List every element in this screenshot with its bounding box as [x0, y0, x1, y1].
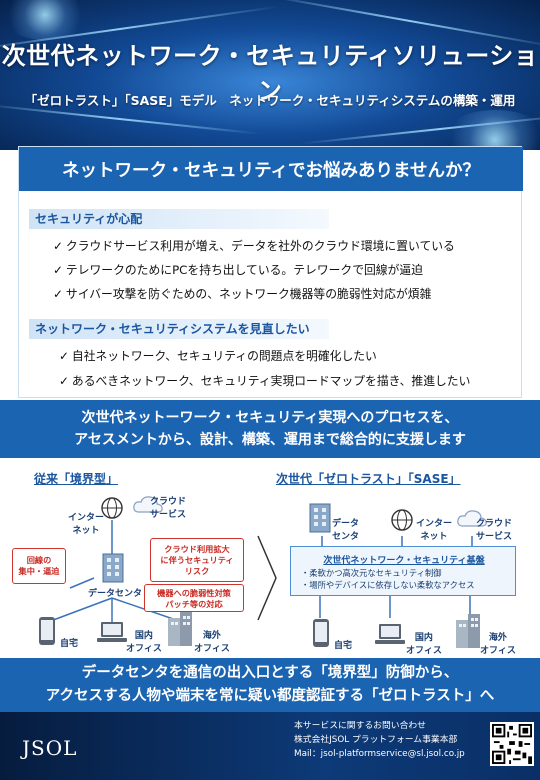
contact-email[interactable]: Mail：jsol-platformservice@sl.jsol.co.jp — [294, 749, 465, 759]
list-item: ✓サイバー攻撃を防ぐための、ネットワーク機器等の脆弱性対応が煩雑 — [53, 287, 432, 301]
list-item: ✓テレワークのためにPCを持ち出している。テレワークで回線が逼迫 — [53, 263, 423, 277]
architecture-diagram: 従来「境界型」 次世代「ゼロトラスト」「SASE」 インター ネット クラウド … — [0, 458, 540, 658]
concerns-panel: ネットワーク・セキュリティでお悩みありませんか？ セキュリティが心配 ✓クラウド… — [18, 146, 523, 398]
cloud-service-label-new: クラウド サービス — [476, 519, 513, 542]
support-banner: 次世代ネットーワーク・セキュリティ実現へのプロセスを、 アセスメントから、設計、… — [0, 400, 540, 458]
cloud-icon — [457, 510, 487, 527]
footer: JSOL 本サービスに関するお問い合わせ 株式会社JSOL プラットフォーム事業… — [0, 712, 540, 780]
platform-title: 次世代ネットワーク・セキュリティ基盤 — [323, 556, 485, 566]
diagram-lines — [47, 520, 473, 623]
list-item: ✓自社ネットワーク、セキュリティの問題点を明確化したい — [59, 349, 377, 363]
domestic-office-label: 国内 オフィス — [126, 631, 162, 654]
check-icon: ✓ — [53, 263, 63, 277]
section-heading-security: セキュリティが心配 — [29, 209, 329, 229]
cloud-service-label: クラウド サービス — [150, 497, 187, 520]
building-icon — [102, 553, 124, 583]
light-flare — [0, 0, 90, 40]
check-icon: ✓ — [53, 239, 63, 253]
globe-icon — [101, 497, 123, 519]
internet-label-new: インター ネット — [416, 519, 453, 542]
office-building-icon — [168, 612, 192, 646]
smartphone-icon — [313, 619, 329, 647]
building-icon — [309, 503, 331, 533]
overseas-office-label: 海外 オフィス — [194, 631, 230, 654]
domestic-office-label-new: 国内 オフィス — [406, 633, 442, 656]
light-flare — [440, 110, 540, 150]
internet-label: インター ネット — [68, 513, 105, 536]
check-icon: ✓ — [59, 349, 69, 363]
datacenter-label: データセンタ — [88, 589, 143, 599]
laptop-icon — [97, 622, 127, 642]
home-label: 自宅 — [60, 639, 79, 649]
company-logo: JSOL — [22, 736, 78, 760]
page-subtitle: 「ゼロトラスト」「SASE」モデル ネットワーク・セキュリティシステムの構築・運… — [24, 93, 516, 108]
smartphone-icon — [39, 617, 55, 645]
check-icon: ✓ — [53, 287, 63, 301]
new-model-title: 次世代「ゼロトラスト」「SASE」 — [276, 472, 461, 486]
platform-feature-1: ・柔軟かつ高次元なセキュリティ制御 — [301, 568, 442, 578]
qr-code-icon[interactable] — [490, 722, 534, 766]
home-label-new: 自宅 — [334, 641, 353, 651]
cloud-icon — [133, 496, 163, 513]
callout-patch-handling: 機器への脆弱性対策 パッチ等の対応 — [144, 584, 244, 612]
overseas-office-label-new: 海外 オフィス — [480, 633, 516, 656]
section-heading-review: ネットワーク・セキュリティシステムを見直したい — [29, 319, 329, 339]
check-icon: ✓ — [59, 374, 69, 388]
list-item: ✓クラウドサービス利用が増え、データを社外のクラウド環境に置いている — [53, 239, 455, 253]
page-title: 次世代ネットワーク・セキュリティソリューション — [1, 42, 539, 105]
hero-banner: 次世代ネットワーク・セキュリティソリューション 「ゼロトラスト」「SASE」モデ… — [0, 0, 540, 150]
conclusion-line-2: アクセスする人物や端末を常に疑い都度認証する「ゼロトラスト」へ — [45, 688, 495, 704]
contact-company: 株式会社JSOL プラットフォーム事業本部 — [294, 735, 458, 745]
next-gen-platform-box: 次世代ネットワーク・セキュリティ基盤 ・柔軟かつ高次元なセキュリティ制御 ・場所… — [290, 546, 516, 596]
list-item: ✓あるべきネットワーク、セキュリティ実現ロードマップを描き、推進したい — [59, 374, 471, 388]
conclusion-band: データセンタを通信の出入口とする「境界型」防御から、 アクセスする人物や端末を常… — [0, 658, 540, 712]
support-line-1: 次世代ネットーワーク・セキュリティ実現へのプロセスを、 — [81, 410, 459, 426]
laptop-icon — [375, 624, 405, 644]
callout-cloud-risk: クラウド利用拡大 に伴うセキュリティ リスク — [150, 538, 244, 582]
old-model-title: 従来「境界型」 — [34, 472, 119, 486]
support-line-2: アセスメントから、設計、構築、運用まで総合的に支援します — [74, 432, 466, 448]
globe-icon — [391, 509, 413, 531]
callout-line-congestion: 回線の 集中・逼迫 — [12, 548, 66, 584]
concerns-question: ネットワーク・セキュリティでお悩みありませんか？ — [19, 147, 523, 191]
platform-feature-2: ・場所やデバイスに依存しない柔軟なアクセス — [301, 580, 475, 590]
conclusion-line-1: データセンタを通信の出入口とする「境界型」防御から、 — [81, 665, 459, 681]
office-building-icon — [456, 614, 480, 648]
contact-heading: 本サービスに関するお問い合わせ — [294, 721, 426, 731]
datacenter-label-new: データ センタ — [332, 519, 360, 542]
